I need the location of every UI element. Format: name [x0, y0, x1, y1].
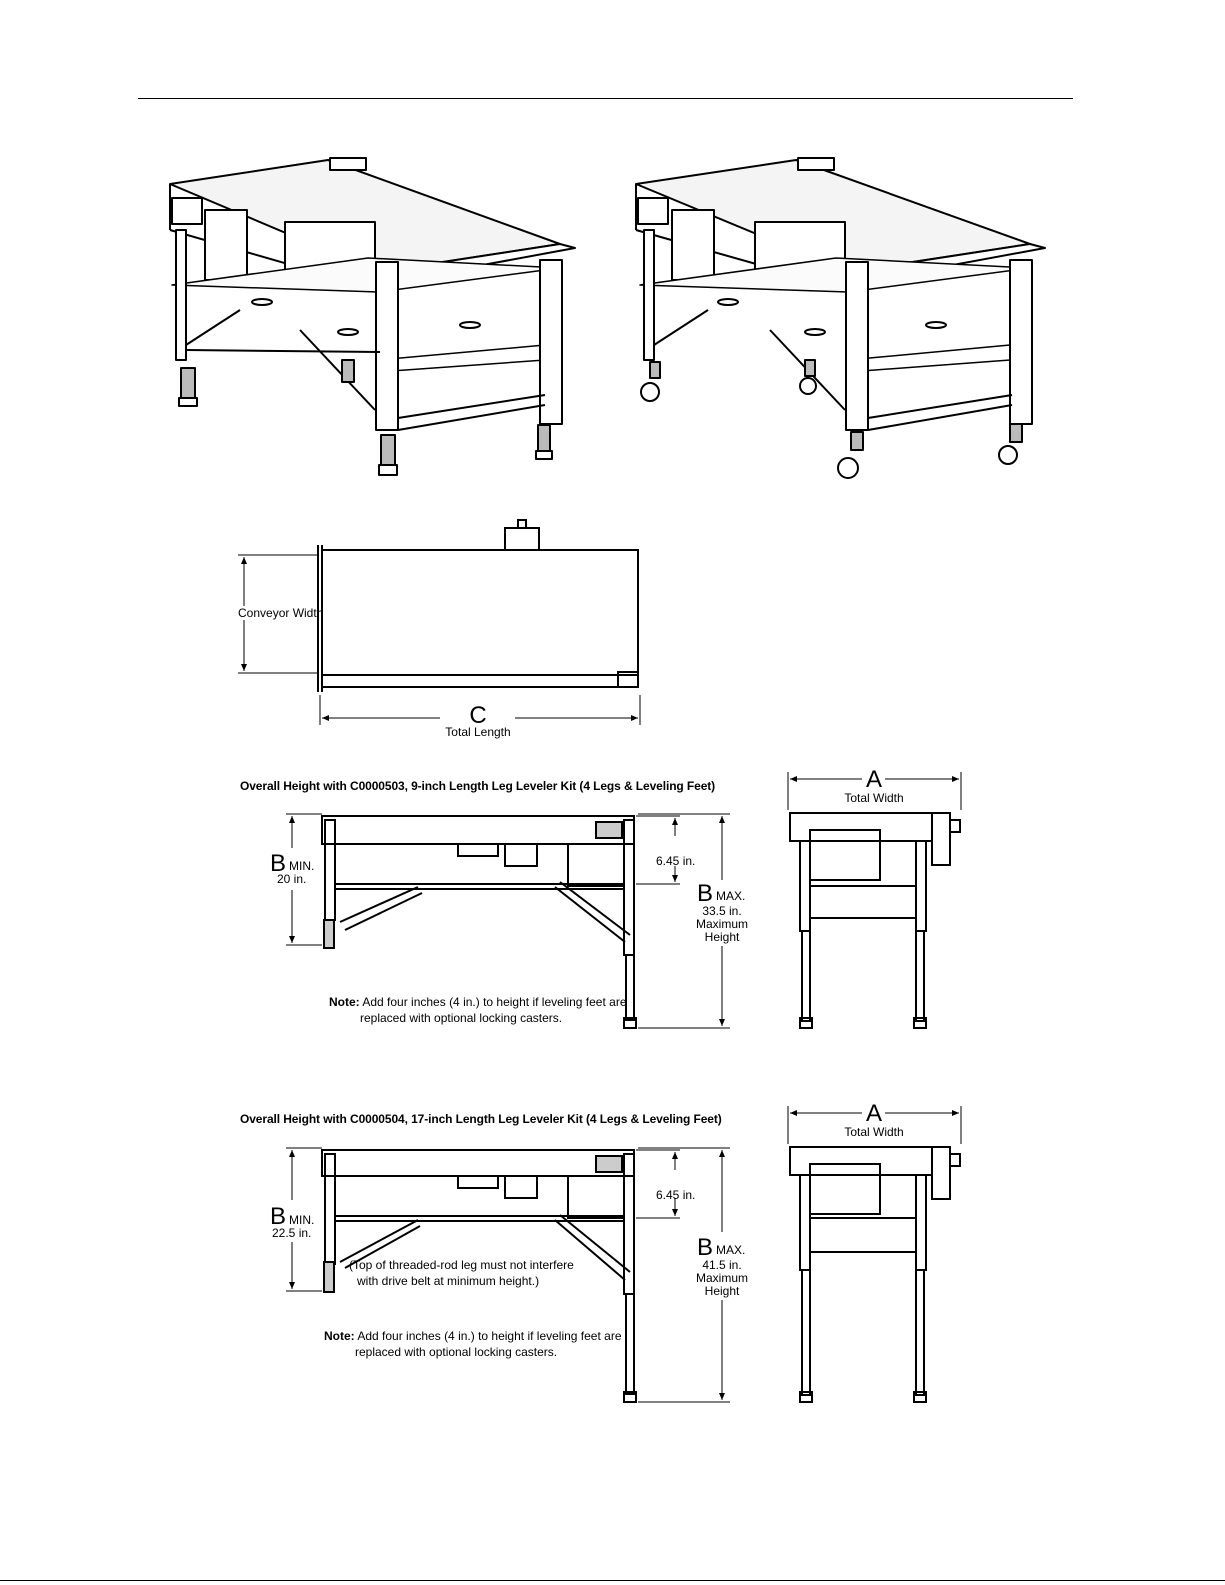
- kit-17in-max-label: MAX.: [716, 1243, 746, 1257]
- end-view-9in: [789, 812, 961, 1029]
- kit-9in-max-label: MAX.: [716, 889, 746, 903]
- side-view-9in: [321, 815, 637, 1029]
- end-view-17in-dimensions: [787, 1106, 962, 1144]
- isometric-conveyor-casters: [635, 157, 1046, 479]
- kit-9in-a-letter: A: [865, 766, 883, 793]
- side-view-9in-dimensions: [286, 813, 730, 1029]
- kit-17in-heading: Overall Height with C0000504, 17-inch Le…: [240, 1112, 722, 1126]
- kit-17in-min-label: MIN.: [289, 1213, 315, 1227]
- kit-17in-offset-label: 6.45 in.: [656, 1188, 696, 1202]
- conveyor-width-label: Conveyor Width: [238, 606, 324, 620]
- kit-17in-note-prefix: Note:: [324, 1329, 355, 1343]
- footer-rule: [0, 1580, 1225, 1581]
- kit-9in-note-prefix: Note:: [329, 995, 360, 1009]
- top-view-dimensions: [238, 554, 641, 725]
- kit-9in-note-line1: Note: Add four inches (4 in.) to height …: [329, 996, 627, 1009]
- kit-9in-b-min-letter: B: [270, 850, 287, 877]
- total-length-label: Total Length: [445, 725, 511, 739]
- c-dimension-letter: C: [469, 702, 487, 729]
- kit-17in-note-line1: Note: Add four inches (4 in.) to height …: [324, 1330, 622, 1343]
- kit-17in-a-letter: A: [865, 1100, 883, 1127]
- end-view-17in: [789, 1146, 961, 1403]
- kit-17in-b-max-letter: B: [697, 1234, 714, 1261]
- side-view-17in-dimensions: [286, 1147, 730, 1403]
- kit-17in-leg-note-1: (Top of threaded-rod leg must not interf…: [349, 1258, 574, 1272]
- kit-9in-heading: Overall Height with C0000503, 9-inch Len…: [240, 779, 716, 793]
- side-view-17in: [321, 1149, 637, 1403]
- kit-9in-max-value: 33.5 in.: [702, 904, 742, 918]
- top-view-drawing: [317, 519, 639, 692]
- kit-9in-b-max-letter: B: [697, 880, 714, 907]
- kit-9in-min-value: 20 in.: [277, 872, 307, 886]
- kit-9in-max-caption-1: Maximum: [695, 917, 749, 931]
- end-view-9in-dimensions: [787, 772, 962, 810]
- kit-17in-max-caption-2: Height: [704, 1284, 740, 1298]
- kit-9in-total-width-label: Total Width: [844, 791, 904, 805]
- kit-9in-offset-label: 6.45 in.: [656, 854, 696, 868]
- kit-17in-min-value: 22.5 in.: [272, 1226, 312, 1240]
- kit-17in-note-text: Add four inches (4 in.) to height if lev…: [354, 1329, 622, 1343]
- kit-17in-note-line2: replaced with optional locking casters.: [355, 1345, 558, 1359]
- kit-17in-b-min-letter: B: [270, 1203, 287, 1230]
- kit-17in-max-value: 41.5 in.: [702, 1258, 742, 1272]
- isometric-conveyor-leveling-feet: [169, 157, 576, 476]
- kit-17in-max-caption-1: Maximum: [695, 1271, 749, 1285]
- kit-9in-max-caption-2: Height: [704, 930, 740, 944]
- kit-9in-note-line2: replaced with optional locking casters.: [360, 1011, 563, 1025]
- kit-17in-leg-note-2: with drive belt at minimum height.): [357, 1274, 540, 1288]
- kit-9in-min-label: MIN.: [289, 859, 315, 873]
- kit-17in-total-width-label: Total Width: [844, 1125, 904, 1139]
- header-rule: [138, 98, 1073, 99]
- kit-9in-note-text: Add four inches (4 in.) to height if lev…: [359, 995, 627, 1009]
